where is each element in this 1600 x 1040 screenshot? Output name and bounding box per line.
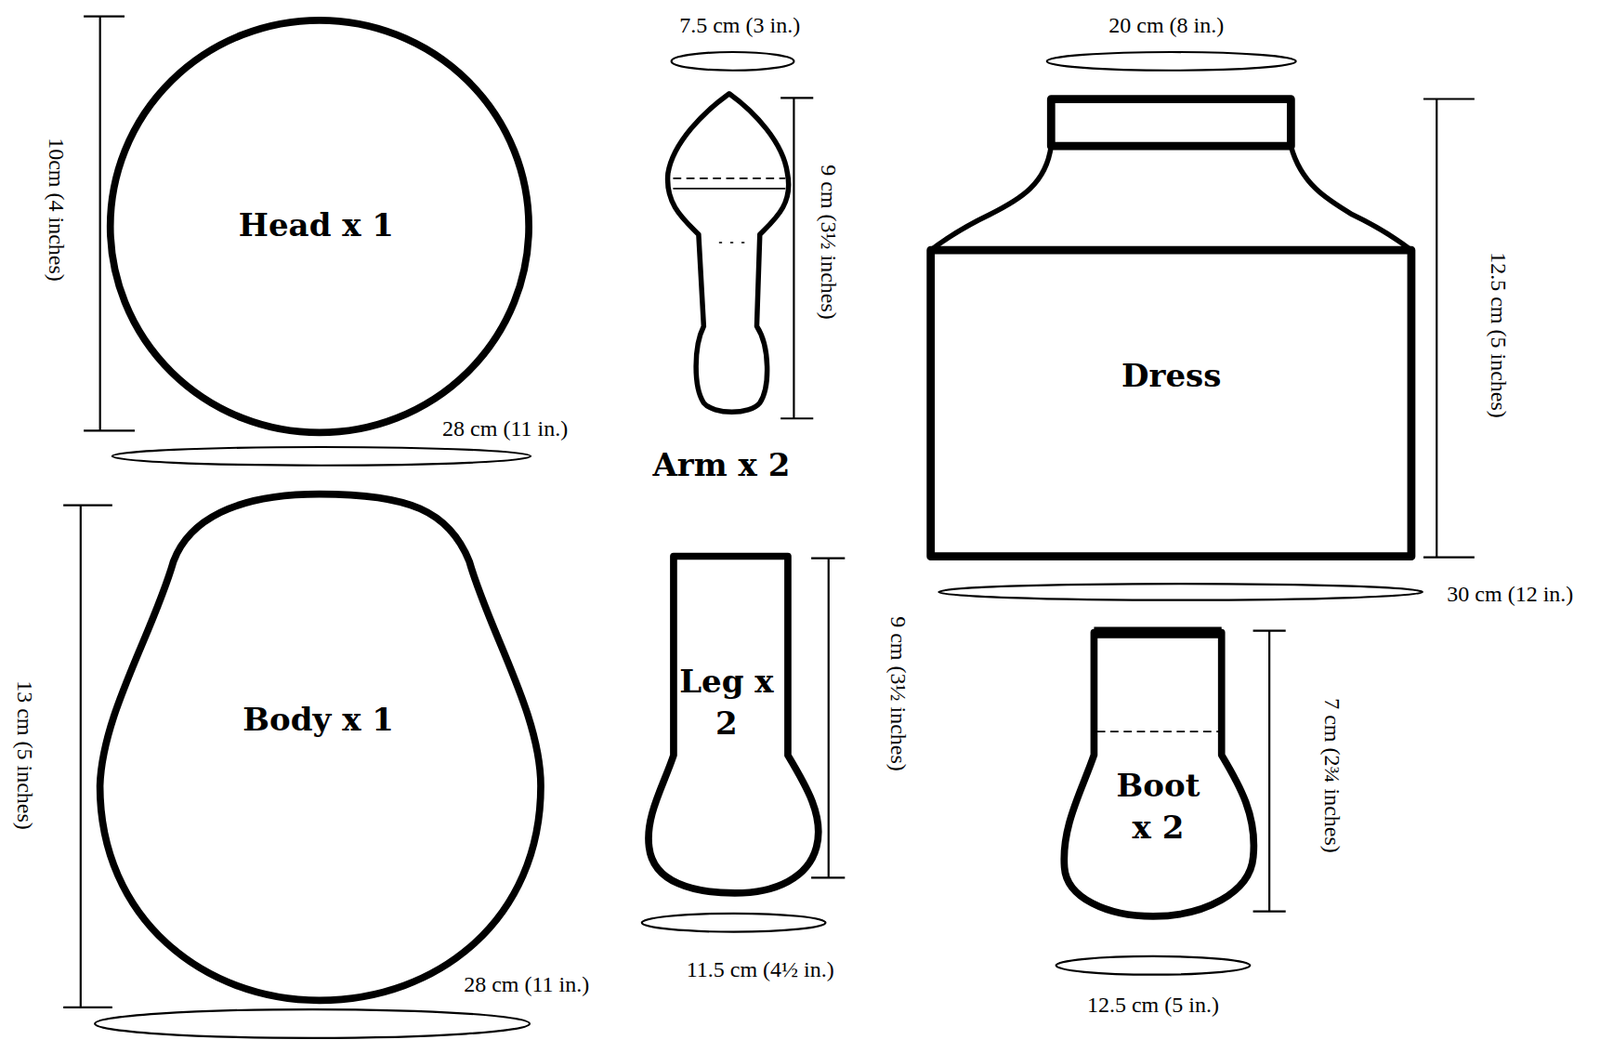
dimension-circumference: 20 cm (8 in.) bbox=[1106, 13, 1226, 39]
dimension-circumference: 30 cm (12 in.) bbox=[1444, 581, 1575, 607]
dimension-circumference: 28 cm (11 in.) bbox=[461, 971, 591, 997]
dimension-circumference: 7.5 cm (3 in.) bbox=[677, 13, 802, 39]
outline-stroke bbox=[931, 249, 1412, 556]
outline-stroke bbox=[1093, 627, 1221, 639]
piece-outline bbox=[923, 91, 1419, 564]
outline-stroke bbox=[673, 177, 787, 180]
body-piece: Body x 1 bbox=[93, 487, 548, 1007]
outline-stroke bbox=[1050, 99, 1291, 147]
outline-stroke bbox=[110, 20, 529, 433]
dimension-height: 12.5 cm (5 inches) bbox=[1484, 249, 1510, 420]
boot-piece: Boot x 2 bbox=[1058, 626, 1263, 922]
piece-label: Leg x 2 bbox=[675, 660, 778, 743]
piece-outline bbox=[627, 86, 832, 490]
head-piece: Head x 1 bbox=[102, 12, 539, 441]
piece-label: Arm x 2 bbox=[619, 444, 825, 486]
outline-stroke bbox=[1063, 632, 1254, 917]
dimension-circumference: 28 cm (11 in.) bbox=[440, 416, 570, 442]
leg-piece: Leg x 2 bbox=[642, 550, 827, 901]
dimension-circumference: 11.5 cm (4½ in.) bbox=[684, 957, 837, 983]
piece-label: Body x 1 bbox=[185, 698, 452, 740]
outline-stroke bbox=[648, 556, 819, 893]
arm-piece: Arm x 2 bbox=[627, 86, 832, 490]
outline-stroke bbox=[673, 187, 787, 190]
dress-piece: Dress bbox=[923, 91, 1419, 564]
outline-stroke bbox=[668, 93, 789, 413]
piece-label: Head x 1 bbox=[183, 204, 450, 246]
dimension-height: 7 cm (2¾ inches) bbox=[1318, 695, 1344, 855]
dimension-circumference: 12.5 cm (5 in.) bbox=[1085, 992, 1221, 1018]
piece-label: Boot x 2 bbox=[1101, 764, 1215, 847]
outline-stroke bbox=[719, 242, 745, 245]
outline-stroke bbox=[100, 494, 541, 1001]
piece-label: Dress bbox=[1069, 354, 1274, 396]
piece-outline bbox=[93, 487, 548, 1007]
outline-stroke bbox=[1097, 731, 1220, 734]
dimension-height: 9 cm (3½ inches) bbox=[815, 162, 841, 322]
outline-stroke bbox=[931, 145, 1412, 250]
dimension-height: 9 cm (3½ inches) bbox=[885, 614, 911, 774]
dimension-height: 10cm (4 inches) bbox=[43, 135, 69, 284]
dimension-height: 13 cm (5 inches) bbox=[12, 678, 38, 832]
